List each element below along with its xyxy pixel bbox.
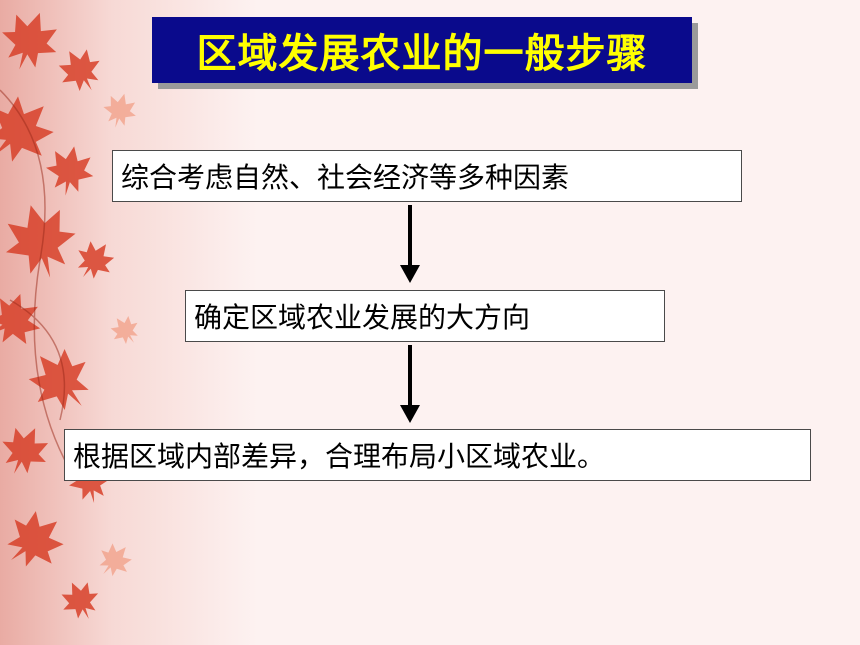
- step-text-1: 综合考虑自然、社会经济等多种因素: [121, 161, 570, 194]
- step-box-1: 综合考虑自然、社会经济等多种因素: [112, 150, 742, 202]
- slide-title: 区域发展农业的一般步骤: [196, 31, 648, 77]
- step-box-3: 根据区域内部差异，合理布局小区域农业。: [64, 429, 811, 481]
- step-box-2: 确定区域农业发展的大方向: [185, 290, 665, 342]
- step-text-3: 根据区域内部差异，合理布局小区域农业。: [73, 440, 606, 473]
- down-arrow-icon: [400, 205, 420, 283]
- step-text-2: 确定区域农业发展的大方向: [194, 301, 531, 334]
- title-box: 区域发展农业的一般步骤: [152, 17, 692, 83]
- down-arrow-icon: [400, 345, 420, 423]
